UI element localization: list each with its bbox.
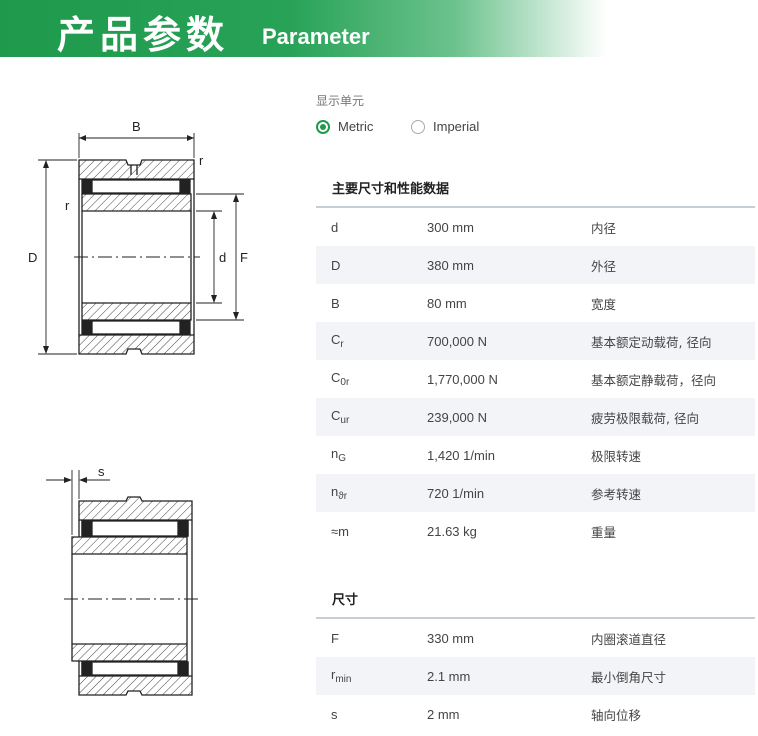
dimension-section-title: 尺寸 bbox=[332, 593, 359, 608]
param-value: 1,420 1/min bbox=[427, 447, 495, 463]
radio-unselected-icon bbox=[411, 119, 425, 134]
param-symbol: nϑr bbox=[331, 484, 348, 502]
param-description: 极限转速 bbox=[591, 448, 642, 464]
param-description: 内径 bbox=[591, 220, 617, 236]
dimension-lines-top bbox=[38, 133, 244, 355]
radio-selected-icon bbox=[316, 119, 330, 134]
param-symbol: d bbox=[331, 219, 339, 235]
imperial-radio[interactable]: Imperial bbox=[411, 119, 479, 134]
param-value: 720 1/min bbox=[427, 485, 485, 501]
table-row: d 300 mm 内径 bbox=[316, 208, 755, 246]
header-title-en: Parameter bbox=[262, 24, 370, 49]
param-description: 外径 bbox=[591, 258, 617, 274]
table-row: Cr 700,000 N 基本额定动载荷, 径向 bbox=[316, 322, 755, 360]
label-r-left: r bbox=[65, 198, 70, 213]
param-symbol: D bbox=[331, 257, 341, 273]
metric-radio[interactable]: Metric bbox=[316, 119, 373, 134]
table-row: nG 1,420 1/min 极限转速 bbox=[316, 436, 755, 474]
param-value: 80 mm bbox=[427, 295, 467, 311]
param-description: 疲劳极限载荷, 径向 bbox=[591, 410, 699, 426]
label-D: D bbox=[28, 250, 37, 265]
param-value: 300 mm bbox=[427, 219, 474, 235]
table-row: s 2 mm 轴向位移 bbox=[316, 695, 755, 733]
param-value: 239,000 N bbox=[427, 409, 487, 425]
param-value: 2.1 mm bbox=[427, 668, 471, 684]
table-row: ≈m 21.63 kg 重量 bbox=[316, 512, 755, 550]
param-value: 380 mm bbox=[427, 257, 474, 273]
param-description: 重量 bbox=[591, 524, 617, 540]
param-value: 1,770,000 N bbox=[427, 371, 498, 387]
param-symbol: ≈m bbox=[331, 523, 349, 539]
label-B: B bbox=[132, 119, 141, 134]
main-section-title: 主要尺寸和性能数据 bbox=[332, 182, 450, 197]
param-symbol: rmin bbox=[331, 667, 352, 685]
param-description: 内圈滚道直径 bbox=[591, 631, 667, 647]
bearing-drawing: B r r D d F s bbox=[28, 119, 248, 696]
table-row: B 80 mm 宽度 bbox=[316, 284, 755, 322]
table-row: D 380 mm 外径 bbox=[316, 246, 755, 284]
param-symbol: s bbox=[331, 706, 338, 722]
param-description: 基本额定静载荷，径向 bbox=[591, 372, 717, 388]
label-F: F bbox=[240, 250, 248, 265]
param-description: 基本额定动载荷, 径向 bbox=[591, 334, 712, 350]
param-symbol: F bbox=[331, 630, 339, 646]
label-r-top: r bbox=[199, 153, 204, 168]
param-symbol: Cur bbox=[331, 408, 350, 426]
bearing-section-top bbox=[78, 159, 195, 355]
param-description: 宽度 bbox=[591, 296, 617, 312]
table-row: C0r 1,770,000 N 基本额定静载荷，径向 bbox=[316, 360, 755, 398]
table-row: rmin 2.1 mm 最小倒角尺寸 bbox=[316, 657, 755, 695]
param-symbol: Cr bbox=[331, 332, 344, 350]
param-value: 2 mm bbox=[427, 706, 460, 722]
table-row: F 330 mm 内圈滚道直径 bbox=[316, 619, 755, 657]
label-s: s bbox=[98, 464, 105, 479]
table-row: nϑr 720 1/min 参考转速 bbox=[316, 474, 755, 512]
param-description: 轴向位移 bbox=[591, 707, 642, 723]
header-banner: 产品参数 Parameter bbox=[0, 0, 758, 57]
param-symbol: C0r bbox=[331, 370, 350, 388]
label-d: d bbox=[219, 250, 226, 265]
param-symbol: B bbox=[331, 295, 340, 311]
table-row: Cur 239,000 N 疲劳极限载荷, 径向 bbox=[316, 398, 755, 436]
param-symbol: nG bbox=[331, 446, 347, 464]
dimension-table: F 330 mm 内圈滚道直径 rmin 2.1 mm 最小倒角尺寸 s 2 mm 轴向位移 bbox=[316, 617, 755, 733]
param-description: 最小倒角尺寸 bbox=[591, 669, 667, 685]
param-value: 700,000 N bbox=[427, 333, 487, 349]
metric-label: Metric bbox=[338, 119, 374, 134]
param-value: 330 mm bbox=[427, 630, 474, 646]
param-value: 21.63 kg bbox=[427, 523, 477, 539]
bearing-section-bottom bbox=[71, 496, 193, 696]
header-title-cn: 产品参数 bbox=[57, 13, 230, 57]
main-data-table: d 300 mm 内径 D 380 mm 外径 B 80 mm 宽度 Cr 700,000 N 基本额… bbox=[316, 206, 755, 550]
param-description: 参考转速 bbox=[591, 486, 642, 502]
imperial-label: Imperial bbox=[433, 119, 480, 134]
unit-label: 显示单元 bbox=[316, 94, 365, 108]
